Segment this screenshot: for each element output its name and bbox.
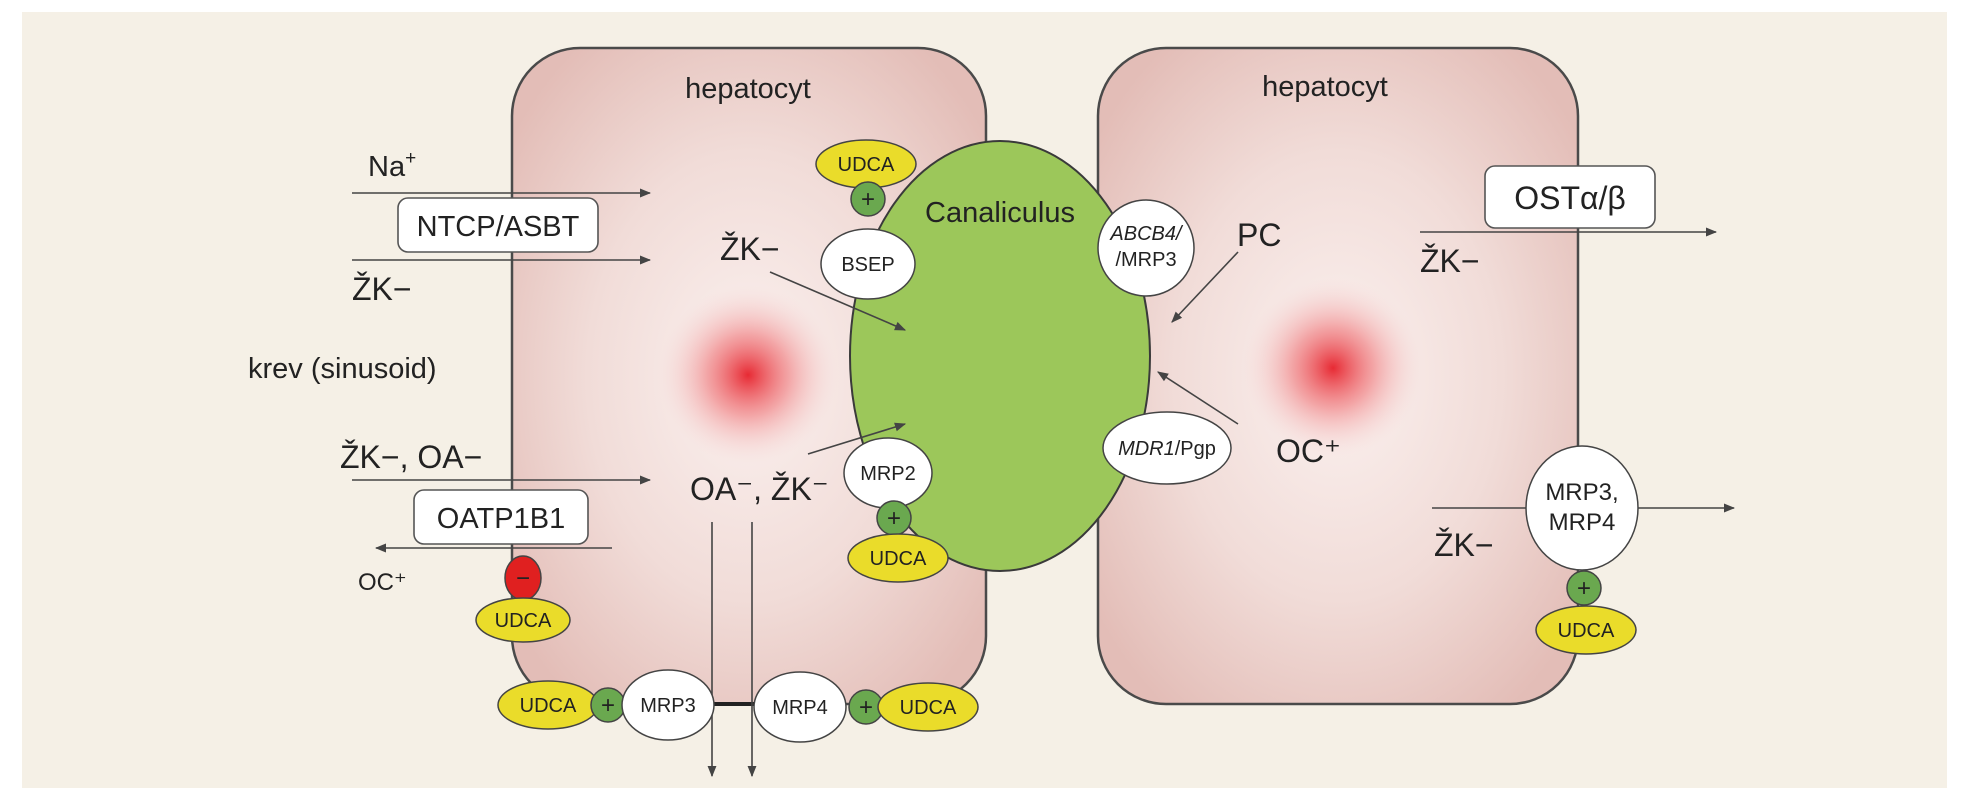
mdr1-pgp-transporter: MDR1/Pgp OC⁺ [1102, 371, 1341, 485]
left-cell-center-glow [658, 285, 838, 465]
mdr1-pgp-pump [1102, 411, 1232, 485]
mrp34-label-line1: MRP3, [1545, 479, 1618, 506]
organic-cation-label-left: OC⁺ [358, 569, 407, 596]
canaliculus-label: Canaliculus [925, 197, 1075, 229]
mrp2-arrow [807, 422, 907, 455]
mdr1-pgp-label: MDR1/Pgp [1118, 438, 1216, 460]
mrp3-bottom-pump [621, 669, 715, 741]
abcb4-label-line1: ABCB4/ [1109, 223, 1184, 245]
bsep-transporter: UDCA + BSEP ŽK− [720, 139, 917, 331]
oatp1b1-label: OATP1B1 [437, 503, 565, 535]
ntcp-asbt-label: NTCP/ASBT [417, 211, 580, 243]
udca-label-mrp34: UDCA [1558, 620, 1615, 642]
oatp1b1-transporter: ŽK−, OA− OATP1B1 OC⁺ − UDCA [340, 439, 652, 643]
abcb4-label-line2: /MRP3 [1115, 249, 1176, 271]
udca-label-mrp3-bottom: UDCA [520, 695, 577, 717]
mrp4-bottom-label: MRP4 [772, 697, 828, 719]
ntcp-asbt-transporter: Na+ NTCP/ASBT ŽK− [352, 148, 652, 307]
udca-oatp [475, 597, 571, 643]
bsep-arrow [769, 271, 907, 331]
udca-mrp34 [1535, 605, 1637, 655]
mrp34-pump [1525, 445, 1639, 571]
phosphatidylcholine-label: PC [1237, 217, 1281, 253]
mrp4-bottom-pump [753, 671, 847, 743]
udca-label-oatp: UDCA [495, 610, 552, 632]
abcb4-transporter: ABCB4/ /MRP3 PC [1097, 199, 1281, 323]
right-hepatocyte: hepatocyt [1096, 46, 1580, 706]
plus-sign-mrp2: + [887, 505, 901, 532]
bile-acid-label-mrp34: ŽK− [1434, 527, 1494, 563]
abcb4-pump [1097, 199, 1195, 297]
plus-circle-icon [1566, 570, 1602, 606]
right-cell-center-glow [1243, 278, 1423, 458]
udca-mrp4-bottom [877, 682, 979, 732]
bsep-label: BSEP [841, 254, 894, 276]
organic-cation-label-right: OC⁺ [1276, 433, 1341, 469]
udca-label-mrp4-bottom: UDCA [900, 697, 957, 719]
plus-sign-mrp4-bottom: + [859, 694, 873, 721]
plus-sign-mrp34: + [1577, 575, 1591, 602]
bile-acid-label-ost: ŽK− [1420, 243, 1480, 279]
ost-box [1484, 165, 1656, 229]
na-ion-label: Na+ [368, 148, 416, 183]
oatp1b1-box [413, 489, 589, 545]
udca-label-bsep: UDCA [838, 154, 895, 176]
plus-sign-bsep: + [861, 186, 875, 213]
ost-label: OSTα/β [1514, 180, 1626, 216]
mrp3-basolateral-transporter: UDCA + MRP3 [497, 669, 715, 741]
pc-arrow [1171, 251, 1239, 323]
plus-circle-icon [850, 181, 886, 217]
bsep-pump [820, 228, 916, 300]
udca-label-mrp2: UDCA [870, 548, 927, 570]
ntcp-asbt-box [397, 197, 599, 253]
mrp34-label-line2: MRP4 [1549, 509, 1616, 536]
mrp2-label: MRP2 [860, 463, 916, 485]
mrp4-basolateral-transporter: MRP4 + UDCA [753, 671, 979, 743]
bile-acid-organic-anion-label: ŽK−, OA− [340, 439, 482, 475]
mrp2-transporter: OA⁻, ŽK⁻ MRP2 + UDCA [690, 422, 949, 583]
blood-sinusoid-label: krev (sinusoid) [248, 353, 437, 385]
oc-arrow [1157, 371, 1239, 425]
minus-sign: − [516, 565, 530, 592]
organic-anion-bile-acid-label: OA⁻, ŽK⁻ [690, 471, 829, 507]
udca-mrp2 [847, 533, 949, 583]
mrp3-bottom-label: MRP3 [640, 695, 696, 717]
right-cell-title: hepatocyt [1262, 71, 1388, 103]
bile-acid-label-bsep: ŽK− [720, 231, 780, 267]
ost-alpha-beta-transporter: OSTα/β ŽK− [1420, 165, 1718, 279]
bile-acid-label-ntcp: ŽK− [352, 271, 412, 307]
left-cell-title: hepatocyt [685, 73, 811, 105]
mrp3-mrp4-right-transporter: MRP3, MRP4 ŽK− + UDCA [1432, 445, 1736, 655]
plus-sign-mrp3-bottom: + [601, 692, 615, 719]
